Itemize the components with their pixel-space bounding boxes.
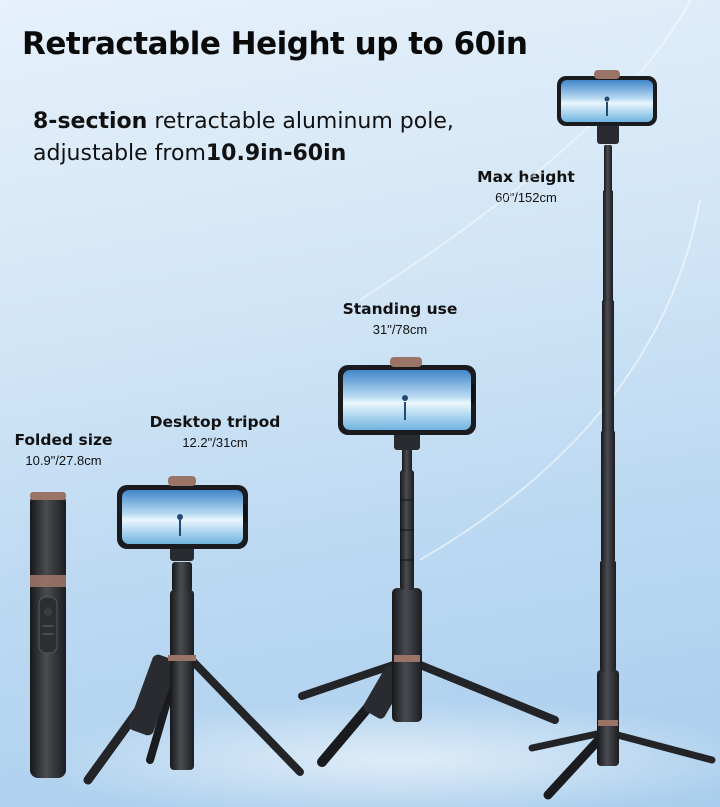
desktop-tripod xyxy=(83,476,304,785)
max-height-tripod xyxy=(528,70,716,800)
background-arc xyxy=(359,0,692,301)
label-desktop-tripod-value: 12.2"/31cm xyxy=(182,435,248,450)
headline: Retractable Height up to 60in xyxy=(22,26,528,62)
floor-glow xyxy=(20,700,720,807)
label-folded-size-title: Folded size xyxy=(14,431,113,449)
height-range: 10.9in-60in xyxy=(205,141,347,166)
label-folded-size-value: 10.9"/27.8cm xyxy=(25,453,102,468)
label-standing-use-value: 31"/78cm xyxy=(372,322,428,337)
subline-text-2: adjustable from xyxy=(33,141,206,166)
subline-line-2: adjustable from10.9in-60in xyxy=(33,138,454,170)
label-max-height-value: 60"/152cm xyxy=(495,190,557,205)
subline-line-1: 8-section retractable aluminum pole, xyxy=(33,106,454,138)
standing-tripod xyxy=(298,357,559,767)
label-max-height: Max height 60"/152cm xyxy=(466,168,586,205)
label-max-height-title: Max height xyxy=(477,168,575,186)
sections-count: 8-section xyxy=(33,109,148,134)
subline: 8-section retractable aluminum pole, adj… xyxy=(33,106,454,170)
label-desktop-tripod: Desktop tripod 12.2"/31cm xyxy=(140,413,290,450)
label-standing-use-title: Standing use xyxy=(342,300,458,318)
subline-text-1: retractable aluminum pole, xyxy=(147,109,454,134)
label-desktop-tripod-title: Desktop tripod xyxy=(149,413,281,431)
label-standing-use: Standing use 31"/78cm xyxy=(340,300,460,337)
label-folded-size: Folded size 10.9"/27.8cm xyxy=(6,431,121,468)
folded-stick xyxy=(30,492,66,778)
